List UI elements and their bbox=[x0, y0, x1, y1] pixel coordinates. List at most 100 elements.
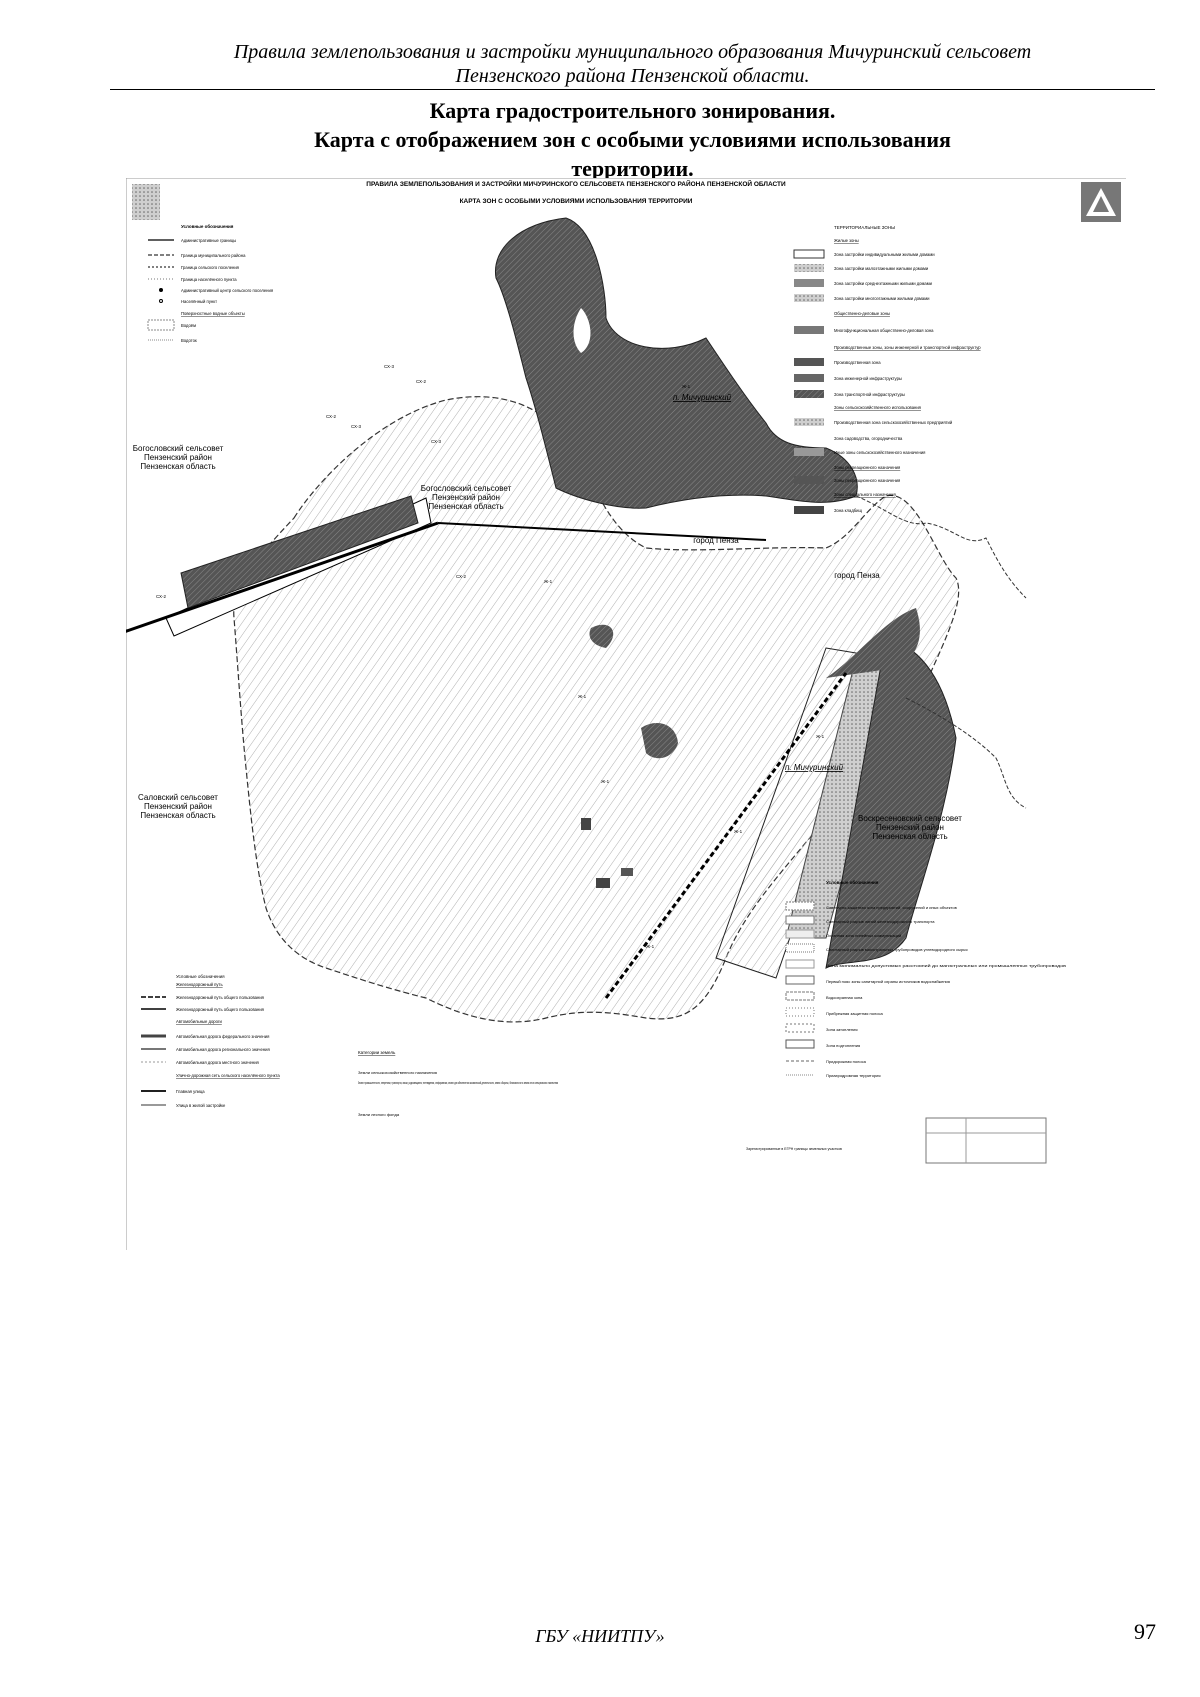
header-line-2: Пензенского района Пензенской области. bbox=[455, 65, 810, 87]
svg-text:Зона застройки индивидуальными: Зона застройки индивидуальными жилыми до… bbox=[834, 252, 935, 257]
village-block-1 bbox=[641, 723, 678, 759]
header-rule bbox=[110, 89, 1155, 90]
svg-text:Жилые зоны: Жилые зоны bbox=[834, 238, 859, 243]
svg-text:Ж-1: Ж-1 bbox=[646, 944, 655, 949]
svg-text:Ж-1: Ж-1 bbox=[682, 384, 691, 389]
railway-line-center bbox=[437, 522, 767, 541]
footer-organization: ГБУ «НИИТПУ» bbox=[535, 1626, 665, 1646]
svg-text:Земли лесного фонда: Земли лесного фонда bbox=[358, 1112, 400, 1117]
svg-text:Ж-1: Ж-1 bbox=[734, 829, 743, 834]
svg-text:Производственная зона сельскох: Производственная зона сельскохозяйственн… bbox=[834, 420, 953, 425]
zoning-map: ПРАВИЛА ЗЕМЛЕПОЛЬЗОВАНИЯ И ЗАСТРОЙКИ МИЧ… bbox=[126, 178, 1126, 1250]
svg-text:СХ-2: СХ-2 bbox=[456, 574, 466, 579]
svg-text:Зарегистрированные в ЕГРН гран: Зарегистрированные в ЕГРН границы земель… bbox=[746, 1147, 842, 1151]
svg-text:Зона застройки малоэтажными жи: Зона застройки малоэтажными жилыми домам… bbox=[834, 266, 929, 271]
zone-west-dark bbox=[180, 495, 419, 609]
village-block-3 bbox=[596, 878, 610, 888]
village-block-2 bbox=[589, 624, 614, 648]
svg-text:Граница населённого пункта: Граница населённого пункта bbox=[181, 277, 237, 282]
svg-text:Граница сельского поселения: Граница сельского поселения bbox=[181, 265, 239, 270]
svg-text:Богословский сельсовет: Богословский сельсовет bbox=[421, 484, 512, 493]
svg-text:Санитарно-защитная зона предпр: Санитарно-защитная зона предприятий, соо… bbox=[826, 905, 957, 910]
svg-text:Пензенский район: Пензенский район bbox=[876, 823, 944, 832]
svg-text:СХ-2: СХ-2 bbox=[416, 379, 426, 384]
svg-text:Железнодорожный путь общего по: Железнодорожный путь общего пользования bbox=[176, 1007, 264, 1012]
svg-text:Зона транспортной инфраструкту: Зона транспортной инфраструктуры bbox=[834, 392, 905, 397]
svg-text:Иные зоны сельскохозяйственног: Иные зоны сельскохозяйственного назначен… bbox=[834, 450, 925, 455]
svg-text:Первый пояс зоны санитарной ох: Первый пояс зоны санитарной охраны источ… bbox=[826, 979, 950, 984]
label-bogoslovsky-west: Богословский сельсовет Пензенский район … bbox=[133, 444, 224, 471]
svg-text:Автомобильная дорога местного: Автомобильная дорога местного значения bbox=[176, 1060, 259, 1065]
title-block-stamp: Зарегистрированные в ЕГРН границы земель… bbox=[746, 1117, 1047, 1164]
svg-text:Зона садоводства, огородничест: Зона садоводства, огородничества bbox=[834, 436, 903, 441]
svg-text:Условные обозначения: Условные обозначения bbox=[181, 223, 234, 229]
svg-text:Общественно-деловые зоны: Общественно-деловые зоны bbox=[834, 311, 890, 316]
village-block-5 bbox=[621, 868, 633, 876]
svg-text:Автомобильная дорога федеральн: Автомобильная дорога федерального значен… bbox=[176, 1034, 269, 1039]
document-header: Правила землепользования и застройки мун… bbox=[110, 40, 1155, 88]
city-boundary-east bbox=[855, 495, 1027, 599]
svg-text:Зона минимально допустимых рас: Зона минимально допустимых расстояний до… bbox=[826, 963, 1066, 968]
svg-text:Приаэродромная территория: Приаэродромная территория bbox=[826, 1073, 881, 1078]
svg-text:Пензенская область: Пензенская область bbox=[872, 832, 947, 841]
page-number: 97 bbox=[1134, 1619, 1156, 1644]
svg-text:Прибрежная защитная полоса: Прибрежная защитная полоса bbox=[826, 1011, 883, 1016]
svg-text:Пензенский район: Пензенский район bbox=[144, 802, 212, 811]
label-voskresenovsky: Воскресеновский сельсовет Пензенский рай… bbox=[858, 814, 962, 841]
svg-text:СХ-3: СХ-3 bbox=[351, 424, 361, 429]
svg-text:Зона инженерной инфраструктуры: Зона инженерной инфраструктуры bbox=[834, 376, 902, 381]
svg-text:Условные обозначения: Условные обозначения bbox=[826, 879, 879, 885]
svg-text:Пензенская область: Пензенская область bbox=[140, 811, 215, 820]
railway-line-southeast bbox=[604, 672, 848, 999]
svg-text:Административные границы: Административные границы bbox=[181, 238, 236, 243]
svg-text:Воскресеновский сельсовет: Воскресеновский сельсовет bbox=[858, 814, 962, 823]
svg-text:Ж-1: Ж-1 bbox=[544, 579, 553, 584]
title-line-2: Карта с отображением зон с особыми услов… bbox=[314, 127, 951, 152]
svg-text:Зона подтопления: Зона подтопления bbox=[826, 1043, 860, 1048]
village-block-4 bbox=[581, 818, 591, 830]
svg-text:Железнодорожный путь общего по: Железнодорожный путь общего пользования bbox=[176, 995, 264, 1000]
svg-text:Ж-1: Ж-1 bbox=[578, 694, 587, 699]
legend-bottom-right: Условные обозначения Санитарно-защитная … bbox=[785, 879, 1066, 1078]
svg-text:Санитарный разрыв линий железн: Санитарный разрыв линий железнодорожного… bbox=[826, 919, 935, 924]
clearing-north bbox=[573, 308, 591, 353]
svg-text:Пензенская область: Пензенская область bbox=[428, 502, 503, 511]
svg-text:Пензенский район: Пензенский район bbox=[432, 493, 500, 502]
label-penza-2: город Пенза bbox=[834, 571, 880, 580]
map-heading-2: КАРТА ЗОН С ОСОБЫМИ УСЛОВИЯМИ ИСПОЛЬЗОВА… bbox=[460, 198, 693, 205]
svg-text:Земли промышленности, энергети: Земли промышленности, энергетики, трансп… bbox=[358, 1080, 558, 1085]
svg-text:Зоны рекреационного назначения: Зоны рекреационного назначения bbox=[834, 478, 900, 483]
svg-text:Ж-1: Ж-1 bbox=[816, 734, 825, 739]
svg-text:Производственные зоны, зоны ин: Производственные зоны, зоны инженерной и… bbox=[834, 345, 981, 350]
svg-text:Улично-дорожная сеть сельского: Улично-дорожная сеть сельского населённо… bbox=[176, 1073, 280, 1078]
svg-text:Производственная зона: Производственная зона bbox=[834, 360, 881, 365]
svg-text:Зоны специального назначения: Зоны специального назначения bbox=[834, 492, 896, 497]
svg-text:Зона застройки многоэтажными ж: Зона застройки многоэтажными жилыми дома… bbox=[834, 296, 930, 301]
header-line-1: Правила землепользования и застройки мун… bbox=[233, 41, 1032, 63]
svg-text:Главная улица: Главная улица bbox=[176, 1089, 205, 1094]
settlement-boundary-east bbox=[905, 697, 1027, 809]
svg-text:Зона кладбищ: Зона кладбищ bbox=[834, 508, 862, 513]
label-michurinsky-north: п. Мичуринский bbox=[673, 393, 732, 402]
svg-text:Зона застройки среднеэтажными: Зона застройки среднеэтажными жилыми дом… bbox=[834, 281, 933, 286]
svg-text:Зона затопления: Зона затопления bbox=[826, 1027, 858, 1032]
railway-line-west bbox=[126, 521, 439, 633]
svg-text:Автомобильные дороги: Автомобильные дороги bbox=[176, 1019, 222, 1024]
svg-text:Административный центр сельско: Административный центр сельского поселен… bbox=[181, 288, 273, 293]
label-michurinsky-south: п. Мичуринский bbox=[785, 763, 844, 772]
svg-text:Саловский сельсовет: Саловский сельсовет bbox=[138, 793, 218, 802]
svg-text:Населённый пункт: Населённый пункт bbox=[181, 299, 217, 304]
zone-code-labels: СХ-3 СХ-2 СХ-2 СХ-3 СХ-2 СХ-3 Ж-1 Ж-1 Ж-… bbox=[156, 364, 825, 949]
zone-northeast-dark bbox=[826, 608, 920, 678]
svg-text:Граница муниципального района: Граница муниципального района bbox=[181, 253, 246, 258]
svg-text:Зоны рекреационного назначения: Зоны рекреационного назначения bbox=[834, 465, 900, 470]
page-title: Карта градостроительного зонирования. Ка… bbox=[110, 96, 1155, 183]
svg-text:СХ-2: СХ-2 bbox=[326, 414, 336, 419]
svg-text:Санитарный разрыв магистральны: Санитарный разрыв магистральных трубопро… bbox=[826, 947, 968, 952]
label-bogoslovsky-center: Богословский сельсовет Пензенский район … bbox=[421, 484, 512, 511]
svg-text:Железнодорожный путь: Железнодорожный путь bbox=[176, 982, 223, 987]
map-canvas: ПРАВИЛА ЗЕМЛЕПОЛЬЗОВАНИЯ И ЗАСТРОЙКИ МИЧ… bbox=[126, 178, 1126, 1250]
zone-east-dark bbox=[825, 637, 957, 969]
svg-text:Придорожная полоса: Придорожная полоса bbox=[826, 1059, 867, 1064]
map-heading-1: ПРАВИЛА ЗЕМЛЕПОЛЬЗОВАНИЯ И ЗАСТРОЙКИ МИЧ… bbox=[366, 179, 786, 188]
